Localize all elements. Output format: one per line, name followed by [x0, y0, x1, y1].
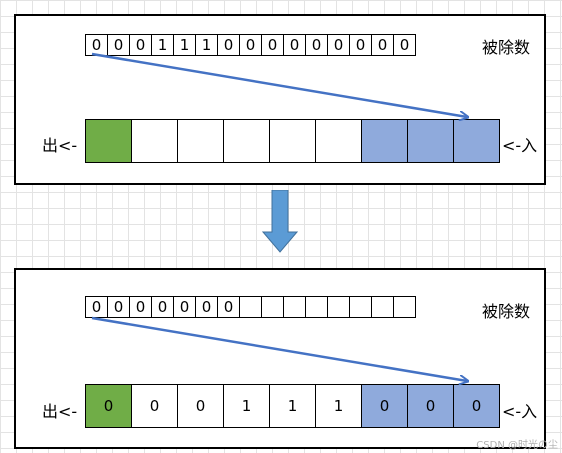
- queue-cell: [453, 119, 500, 163]
- queue-cell: 0: [361, 384, 408, 428]
- dividend-bit: 0: [371, 34, 394, 56]
- dividend-bit: 0: [261, 34, 284, 56]
- dividend-bit: [349, 296, 372, 318]
- dividend-bit: 0: [217, 34, 240, 56]
- dividend-bit: 0: [349, 34, 372, 56]
- dividend-bit: 0: [107, 34, 130, 56]
- dividend-bit: 0: [283, 34, 306, 56]
- dividend-bit: [261, 296, 284, 318]
- dividend-bit: 0: [305, 34, 328, 56]
- queue-cell: [361, 119, 408, 163]
- dividend-bit: 0: [239, 34, 262, 56]
- dividend-bit: 0: [85, 34, 108, 56]
- dividend-bit: 1: [151, 34, 174, 56]
- dividend-label-after: 被除数: [482, 302, 531, 321]
- dividend-bit: 0: [129, 296, 152, 318]
- queue-cell: 1: [223, 384, 270, 428]
- queue-cell: [85, 119, 132, 163]
- dividend-bit: 0: [107, 296, 130, 318]
- dividend-bit: [371, 296, 394, 318]
- queue-cell: 1: [269, 384, 316, 428]
- dividend-bit: 0: [217, 296, 240, 318]
- queue-cell: [223, 119, 270, 163]
- dividend-bit: 1: [173, 34, 196, 56]
- queue-cell: [131, 119, 178, 163]
- queue-cell: 1: [315, 384, 362, 428]
- dividend-bit: [393, 296, 416, 318]
- dividend-bit: 0: [393, 34, 416, 56]
- queue-row-before: [85, 119, 500, 163]
- watermark: CSDN @时光の尘: [476, 440, 558, 451]
- dividend-bit: 0: [151, 296, 174, 318]
- dividend-bit: [327, 296, 350, 318]
- queue-cell: [269, 119, 316, 163]
- in-label-after: <-入: [502, 402, 538, 421]
- out-label-after: 出<-: [42, 402, 78, 421]
- queue-cell: [407, 119, 454, 163]
- down-arrow-icon: [262, 190, 298, 253]
- dividend-bit: [239, 296, 262, 318]
- dividend-bit: [283, 296, 306, 318]
- dividend-bit: 0: [85, 296, 108, 318]
- out-label-before: 出<-: [42, 136, 78, 155]
- queue-cell: [177, 119, 224, 163]
- queue-cell: 0: [177, 384, 224, 428]
- dividend-bit: [305, 296, 328, 318]
- dividend-bit: 0: [327, 34, 350, 56]
- dividend-bit: 0: [173, 296, 196, 318]
- dividend-label-before: 被除数: [482, 38, 531, 57]
- dividend-bit: 1: [195, 34, 218, 56]
- queue-cell: 0: [407, 384, 454, 428]
- queue-cell: 0: [131, 384, 178, 428]
- in-label-before: <-入: [502, 136, 538, 155]
- dividend-bit: 0: [129, 34, 152, 56]
- dividend-bit: 0: [195, 296, 218, 318]
- queue-cell: 0: [453, 384, 500, 428]
- queue-cell: 0: [85, 384, 132, 428]
- queue-cell: [315, 119, 362, 163]
